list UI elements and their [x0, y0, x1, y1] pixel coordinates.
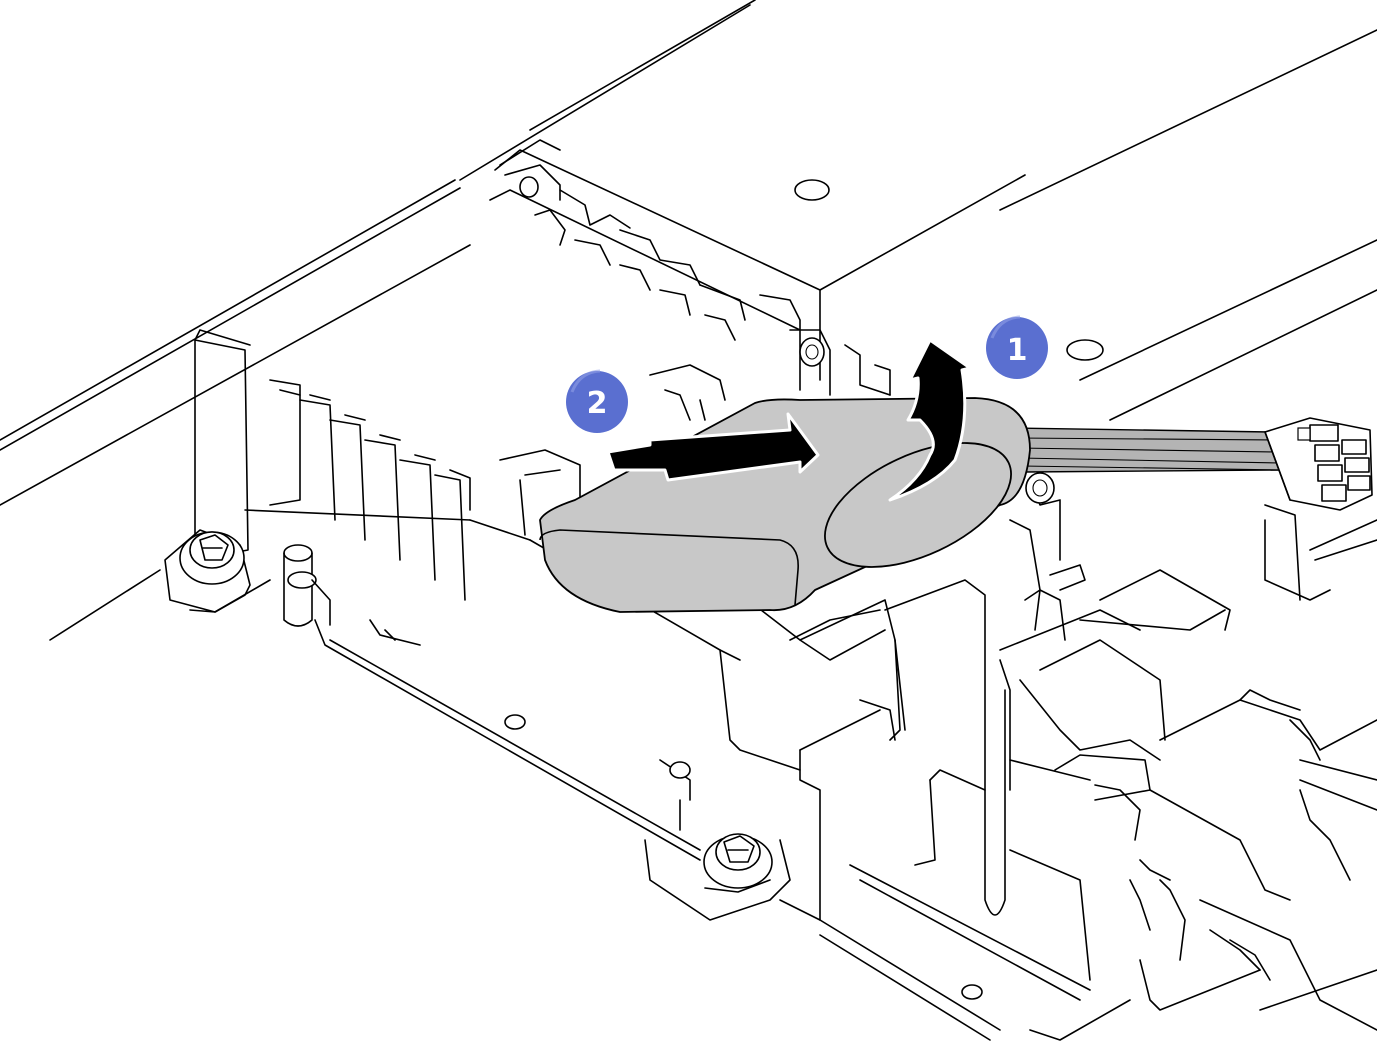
bottom-plate [819, 864, 1131, 1041]
cable-connector [1264, 417, 1373, 511]
chassis-rails [0, 0, 1377, 641]
fan-bracket [999, 472, 1377, 1031]
module-cable [1014, 427, 1287, 473]
standoff-post [283, 544, 331, 627]
drive-cage [489, 149, 1104, 396]
lift-arrow [888, 338, 972, 502]
callout-2-badge [566, 371, 628, 433]
left-screw [164, 529, 271, 613]
callout-1-number: 1 [1007, 333, 1028, 368]
power-module [539, 397, 1031, 613]
callout-1: 1 [986, 315, 1048, 379]
heatsink-fins [194, 329, 531, 601]
callout-2: 2 [566, 369, 628, 433]
callout-1-badge [986, 317, 1048, 379]
right-screw [703, 833, 773, 893]
callout-2-number: 2 [587, 386, 608, 421]
slide-arrow [606, 412, 820, 482]
base-tray [314, 539, 801, 921]
